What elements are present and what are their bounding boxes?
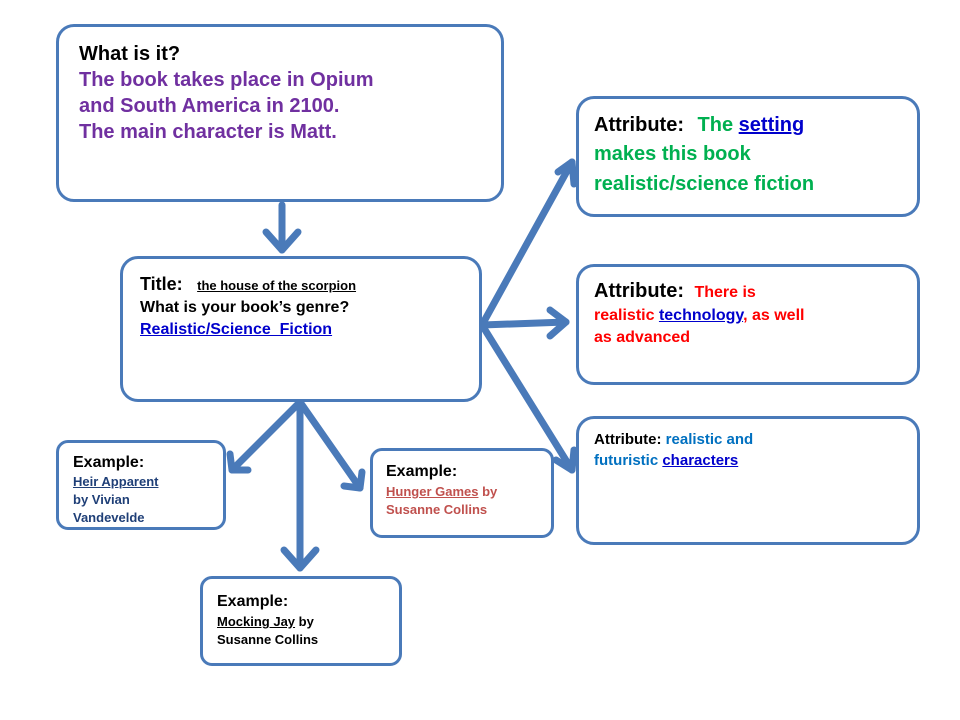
title-value[interactable]: the house of the scorpion: [197, 278, 357, 293]
example-box-mocking-jay: Example: Mocking Jay by Susanne Collins: [200, 576, 402, 666]
example1-line-2: by Vivian: [73, 492, 130, 507]
arrow-title-to-example1: [228, 398, 304, 474]
arrow-head-title-to-example3: [280, 546, 320, 572]
example3-label: Example:: [217, 593, 289, 610]
attr2-post: , as well: [743, 307, 805, 324]
attribute-box-setting: Attribute: The setting makes this book r…: [576, 96, 920, 217]
attr1-row: Attribute: The setting: [594, 111, 917, 139]
attr2-line-3: as advanced: [594, 329, 691, 346]
what-heading: What is it?: [79, 43, 181, 65]
arrow-title-to-attr2: [478, 318, 570, 329]
attr3-row: Attribute: realistic and: [594, 429, 917, 450]
attr2-pre1: There is: [694, 284, 756, 301]
genre-value[interactable]: Realistic/Science Fiction: [140, 321, 333, 338]
example2-link[interactable]: Hunger Games: [386, 484, 479, 499]
what-line-1: The book takes place in Opium: [79, 69, 374, 91]
attr1-label: Attribute:: [594, 114, 684, 136]
example2-post: by: [478, 484, 498, 499]
attr1-link[interactable]: setting: [738, 114, 805, 136]
attr3-pre1: realistic and: [665, 431, 754, 448]
example1-line-3: Vandevelde: [73, 510, 145, 525]
attr3-pre2: futuristic: [594, 452, 663, 469]
example3-row: Mocking Jay by: [217, 613, 399, 631]
attr3-link[interactable]: characters: [662, 452, 739, 469]
title-box: Title: the house of the scorpion What is…: [120, 256, 482, 402]
attribute-box-technology: Attribute: There is realistic technology…: [576, 264, 920, 385]
attr3-label: Attribute:: [594, 431, 662, 448]
title-label: Title:: [140, 274, 183, 294]
attr2-link[interactable]: technology: [658, 307, 744, 324]
attr2-row-2: realistic technology, as well: [594, 305, 917, 327]
example-box-heir-apparent: Example: Heir Apparent by Vivian Vandeve…: [56, 440, 226, 530]
example2-line-2: Susanne Collins: [386, 502, 488, 517]
attr3-row-2: futuristic characters: [594, 450, 917, 471]
what-line-2: and South America in 2100.: [79, 95, 340, 117]
what-is-it-box: What is it? The book takes place in Opiu…: [56, 24, 504, 202]
attribute-box-characters: Attribute: realistic and futuristic char…: [576, 416, 920, 545]
attr2-label: Attribute:: [594, 280, 684, 302]
arrow-title-to-attr3: [478, 321, 576, 474]
attr1-line-3: realistic/science fiction: [594, 173, 815, 195]
genre-question: What is your book’s genre?: [140, 299, 350, 316]
attr2-pre2: realistic: [594, 307, 659, 324]
arrow-head-what-to-title: [262, 228, 302, 254]
attr1-line-2: makes this book: [594, 143, 751, 165]
example3-link[interactable]: Mocking Jay: [217, 614, 296, 629]
example3-post: by: [295, 614, 314, 629]
title-row: Title: the house of the scorpion: [140, 273, 479, 297]
example1-label: Example:: [73, 454, 145, 471]
example3-line-2: Susanne Collins: [217, 632, 319, 647]
example-box-hunger-games: Example: Hunger Games by Susanne Collins: [370, 448, 554, 538]
attr2-row: Attribute: There is: [594, 279, 917, 305]
arrow-title-to-attr1: [478, 158, 576, 329]
what-line-3: The main character is Matt.: [79, 121, 337, 143]
arrow-title-to-example2: [296, 398, 364, 492]
example1-link[interactable]: Heir Apparent: [73, 474, 159, 489]
arrow-head-title-to-example1: [226, 450, 252, 474]
arrow-head-title-to-attr3: [552, 446, 578, 474]
example2-label: Example:: [386, 463, 458, 480]
arrow-head-title-to-attr2: [546, 306, 570, 340]
example2-row: Hunger Games by: [386, 483, 551, 501]
attr1-pre: The: [697, 114, 739, 136]
arrow-head-title-to-example2: [340, 468, 366, 492]
arrow-head-title-to-attr1: [554, 158, 578, 188]
